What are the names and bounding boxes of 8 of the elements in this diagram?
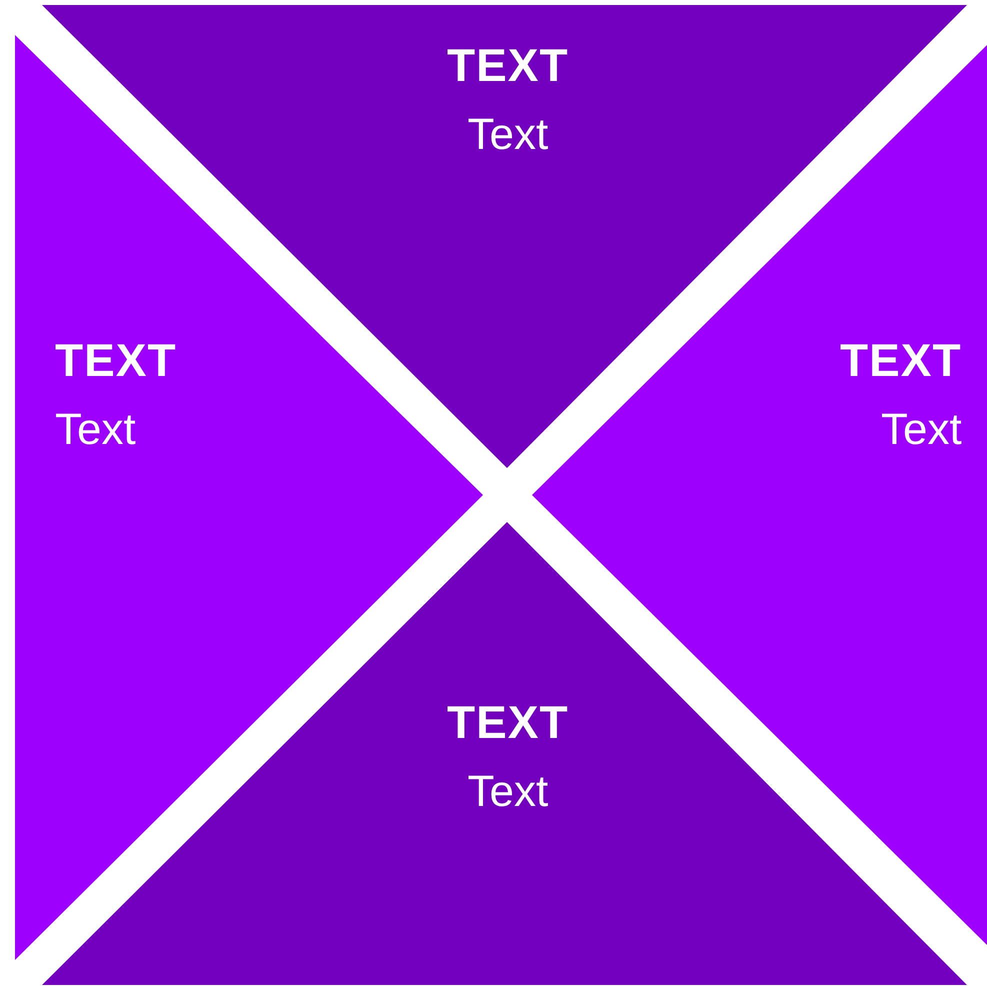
body-text: Text [881, 405, 962, 455]
body-text: Text [468, 110, 548, 160]
heading: TEXT [840, 335, 962, 385]
heading: TEXT [447, 40, 569, 90]
body-text: Text [55, 405, 136, 455]
body-text: Text [468, 767, 548, 817]
heading: TEXT [55, 335, 177, 385]
heading: TEXT [447, 697, 569, 747]
